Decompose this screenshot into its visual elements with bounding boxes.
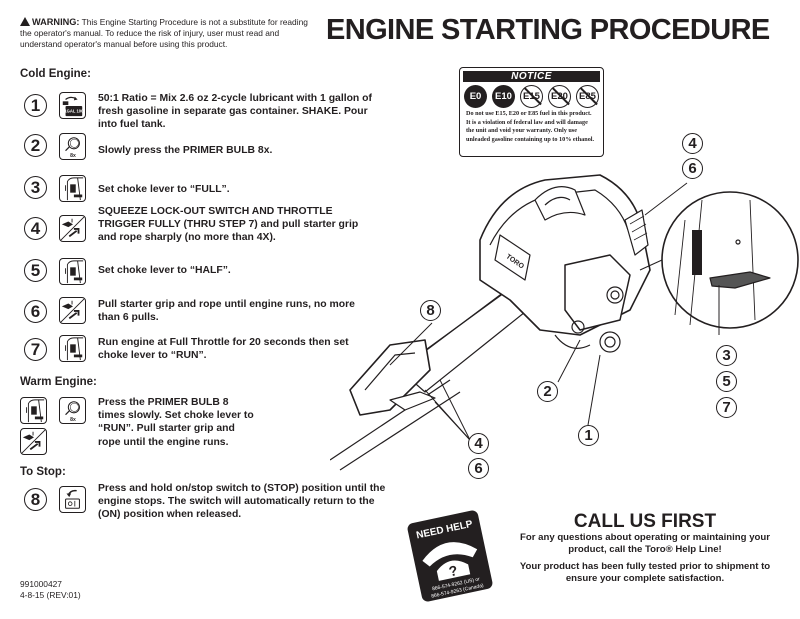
svg-text:?: ?	[447, 562, 459, 579]
primer-bulb-icon: 8x	[59, 133, 86, 160]
step-text: Pull starter grip and rope until engine …	[98, 299, 355, 324]
step-text: SQUEEZE LOCK-OUT SWITCH AND THROTTLE TRI…	[98, 206, 359, 244]
svg-text:8x: 8x	[70, 153, 76, 159]
callout-marker: 3	[716, 345, 737, 366]
step-number: 3	[24, 176, 47, 199]
notice-heading: NOTICE	[463, 71, 600, 82]
step-number: 1	[24, 94, 47, 117]
fuel-badge-prohibited: E20	[548, 85, 571, 108]
cold-engine-heading: Cold Engine:	[20, 68, 91, 80]
choke-lever-icon	[59, 175, 86, 202]
warning-notice: WARNING: This Engine Starting Procedure …	[20, 17, 310, 50]
to-stop-text: Press and hold on/stop switch to (STOP) …	[98, 483, 386, 521]
warning-label: WARNING:	[32, 17, 80, 27]
callout-marker: 1	[578, 425, 599, 446]
fuel-badges: E0 E10 E15 E20 E85	[464, 85, 599, 108]
step-number: 7	[24, 338, 47, 361]
fuel-badge-prohibited: E85	[576, 85, 599, 108]
notice-text: Do not use E15, E20 or E85 fuel in this …	[466, 110, 595, 143]
warning-triangle-icon	[20, 17, 30, 26]
step-number: 2	[24, 134, 47, 157]
callout-marker: 4	[682, 133, 703, 154]
primer-bulb-icon: 8x	[59, 397, 86, 424]
choke-lever-icon	[59, 335, 86, 362]
svg-text:8x: 8x	[70, 417, 76, 423]
step-text: Slowly press the PRIMER BULB 8x.	[98, 145, 273, 156]
stop-switch-icon	[59, 486, 86, 513]
warning-text: This Engine Starting Procedure is not a …	[20, 17, 308, 49]
step-text: 50:1 Ratio = Mix 2.6 oz 2-cycle lubrican…	[98, 93, 372, 131]
page-title: ENGINE STARTING PROCEDURE	[326, 14, 770, 46]
trimmer-illustration: TORO	[330, 174, 799, 471]
throttle-pull-icon	[20, 428, 47, 455]
document-footer: 991000427 4-8-15 (REV:01)	[20, 579, 81, 601]
callout-leader	[557, 339, 581, 383]
call-us-first-heading: CALL US FIRST	[573, 511, 717, 532]
step-text: Set choke lever to “HALF”.	[98, 265, 231, 276]
callout-marker: 2	[537, 381, 558, 402]
choke-lever-icon	[20, 397, 47, 424]
shaft-line	[330, 379, 451, 461]
throttle-pull-icon	[59, 297, 86, 324]
callout-marker: 6	[682, 158, 703, 179]
step-number: 8	[24, 488, 47, 511]
help-line-text: For any questions about operating or mai…	[520, 532, 770, 555]
throttle-pull-icon	[59, 215, 86, 242]
callout-leader	[587, 354, 601, 426]
part-number: 991000427	[20, 579, 62, 589]
callout-marker: 8	[420, 300, 441, 321]
revision-date: 4-8-15 (REV:01)	[20, 590, 81, 600]
callout-leader	[644, 182, 688, 216]
satisfaction-text: Your product has been fully tested prior…	[519, 561, 771, 584]
callout-leader	[389, 322, 433, 366]
callout-marker: 5	[716, 371, 737, 392]
fuel-badge-allowed: E10	[492, 85, 515, 108]
step-text: Set choke lever to “FULL”.	[98, 184, 230, 195]
fuel-badge-allowed: E0	[464, 85, 487, 108]
svg-text:1GAL 100: 1GAL 100	[64, 108, 84, 113]
warm-engine-heading: Warm Engine:	[20, 376, 97, 388]
callout-leader	[434, 401, 471, 441]
warm-engine-text: Press the PRIMER BULB 8 times slowly. Se…	[98, 397, 254, 448]
shaft-line	[339, 391, 461, 471]
to-stop-heading: To Stop:	[20, 466, 66, 478]
step-number: 5	[24, 259, 47, 282]
choke-lever-icon	[59, 258, 86, 285]
callout-marker: 4	[468, 433, 489, 454]
step-number: 6	[24, 300, 47, 323]
ethanol-notice: NOTICE E0 E10 E15 E20 E85 Do not use E15…	[459, 67, 604, 157]
callout-marker: 6	[468, 458, 489, 479]
callout-marker: 7	[716, 397, 737, 418]
step-text: Run engine at Full Throttle for 20 secon…	[98, 337, 349, 362]
fuel-mix-icon: 1GAL 100	[59, 92, 86, 119]
need-help-badge: NEED HELP ? 866-574-9262 (US) or 866-574…	[404, 510, 496, 602]
callout-leader	[439, 379, 471, 441]
step-number: 4	[24, 217, 47, 240]
fuel-badge-prohibited: E15	[520, 85, 543, 108]
